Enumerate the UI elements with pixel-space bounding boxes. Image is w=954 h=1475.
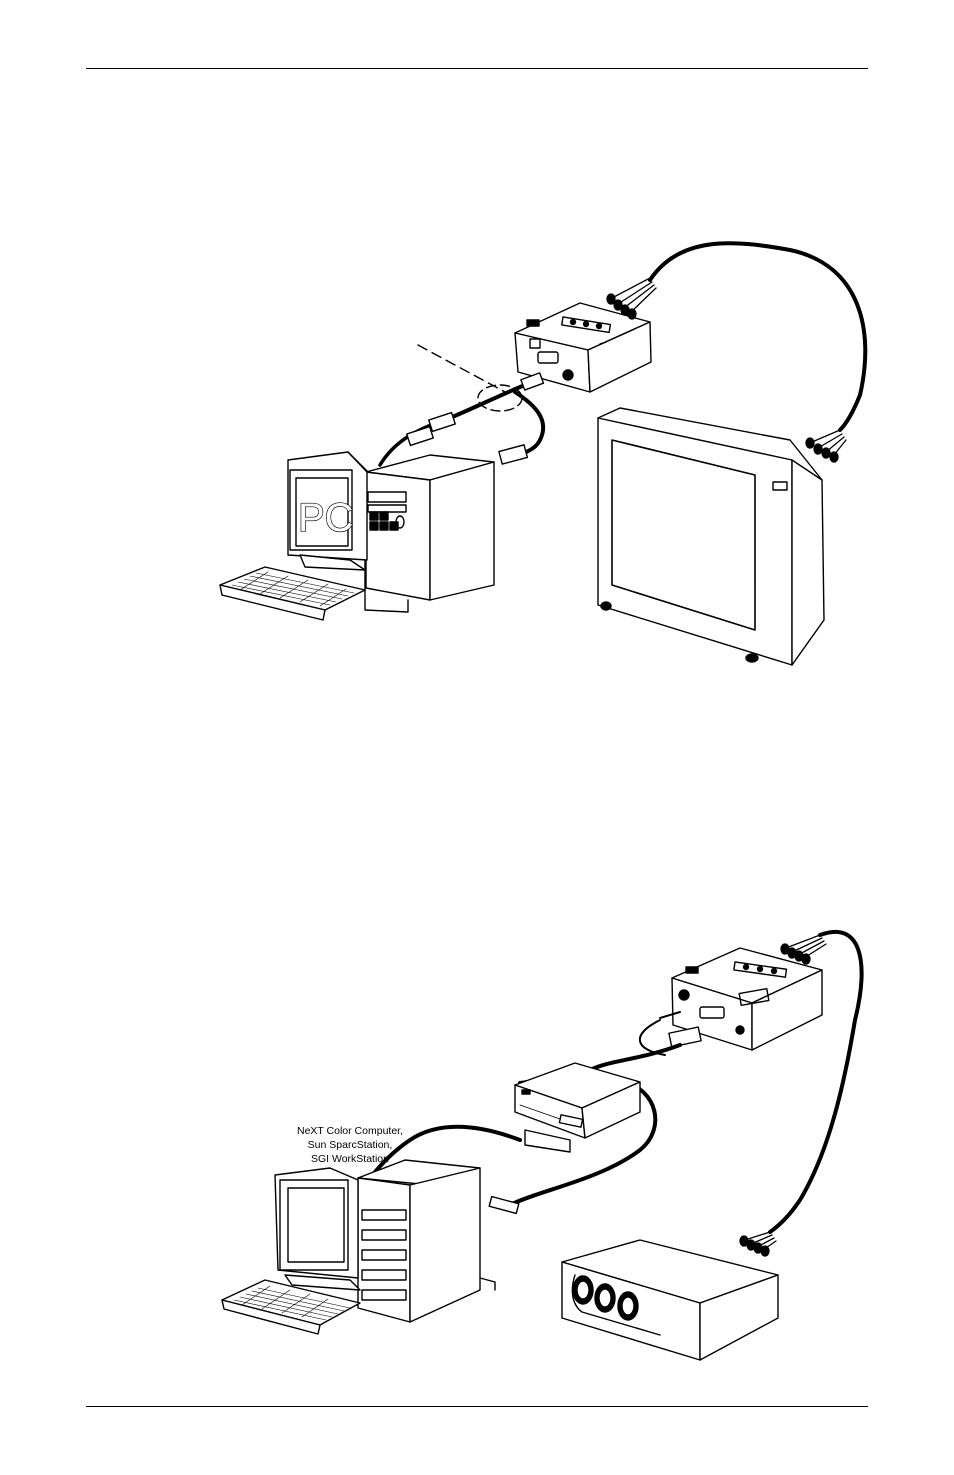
- bnc-connectors-bottom: [740, 1232, 776, 1256]
- y-cable: [380, 373, 543, 465]
- keyboard: [220, 567, 365, 620]
- caption-line-3: SGI WorkStation: [260, 1152, 440, 1166]
- workstation-tower: [358, 1160, 495, 1322]
- caption-line-1: NeXT Color Computer,: [260, 1124, 440, 1138]
- footer-rule: [86, 1406, 868, 1407]
- figure-caption: NeXT Color Computer, Sun SparcStation, S…: [260, 1124, 440, 1166]
- pc-tower: [365, 455, 494, 612]
- workstation-monitor: [275, 1168, 360, 1290]
- adapter-box: [515, 1063, 640, 1138]
- bnc-connectors-bottom: [806, 430, 846, 462]
- figure-pc-connection: PC: [0, 230, 954, 680]
- pc-monitor: PC: [288, 452, 368, 570]
- caption-line-2: Sun SparcStation,: [260, 1138, 440, 1152]
- large-monitor: [598, 408, 824, 665]
- callout-pointer: [418, 345, 505, 392]
- bnc-connectors-top: [781, 935, 826, 964]
- figure-workstation-connection: [0, 910, 954, 1370]
- video-cable: [650, 243, 865, 430]
- projector: [562, 1240, 778, 1360]
- header-rule: [86, 68, 868, 69]
- monitor-label: PC: [298, 496, 354, 540]
